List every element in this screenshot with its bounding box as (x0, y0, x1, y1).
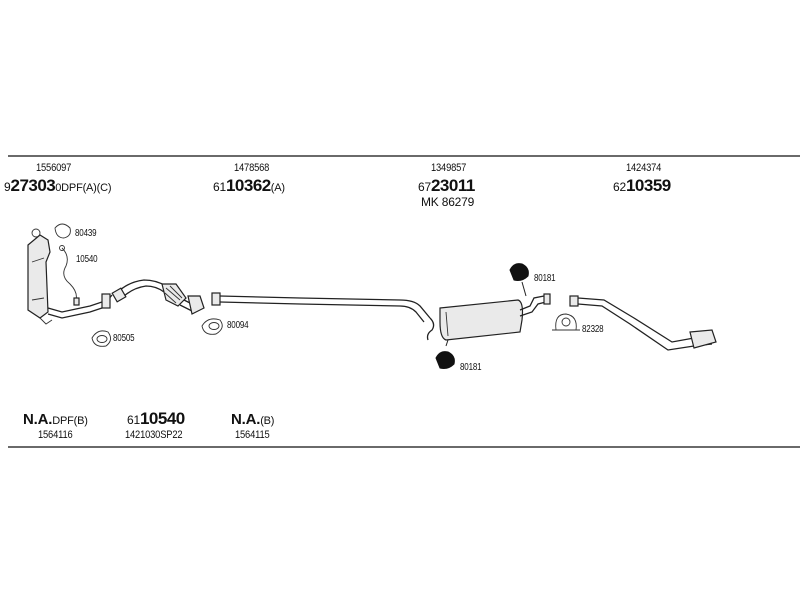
part-label-80181-bottom: 80181 (460, 362, 482, 373)
part-code-number: 10362 (225, 176, 271, 195)
part-label-80181-top: 80181 (534, 273, 556, 284)
bottom-code-2: 6110540 (127, 410, 185, 428)
part-label-10540: 10540 (76, 254, 98, 265)
gasket-80094-part (201, 318, 223, 335)
gasket-80439-part (54, 223, 71, 239)
part-code-prefix: 61 (213, 180, 226, 194)
part-label-80094: 80094 (227, 320, 249, 331)
part-code-suffix: 0DPF(A)(C) (55, 182, 112, 194)
ref-number-2: 1478568 (234, 162, 270, 174)
bottom-code-na: N.A. (23, 411, 53, 428)
bottom-ref-2: 1421030SP22 (125, 429, 183, 441)
intermediate-pipe-part (211, 292, 431, 323)
ref-number-3: 1349857 (431, 162, 467, 174)
gasket-80505-part (91, 330, 111, 347)
bottom-code-3: N.A.(B) (231, 412, 274, 428)
part-code-prefix: 9 (4, 180, 11, 194)
part-label-80505: 80505 (113, 333, 135, 344)
bottom-code-number: 10540 (139, 409, 185, 428)
front-pipe-part (111, 279, 205, 315)
part-code-suffix: (A) (270, 182, 285, 194)
bottom-code-prefix: 61 (127, 413, 140, 427)
mount-80181-top-part (509, 263, 529, 297)
mounting-kit-label: MK 86279 (421, 195, 475, 209)
part-code-4: 6210359 (613, 177, 671, 195)
ref-number-1: 1556097 (36, 162, 72, 174)
bottom-ref-1: 1564116 (38, 429, 73, 441)
dpf-converter-part (27, 228, 113, 325)
part-code-1: 9273030DPF(A)(C) (4, 176, 112, 195)
part-label-80439: 80439 (75, 228, 97, 239)
bottom-ref-3: 1564115 (235, 429, 270, 441)
bottom-code-1: N.A.DPF(B) (23, 412, 88, 428)
part-code-number: 10359 (625, 176, 671, 195)
part-code-number: 23011 (430, 176, 475, 195)
clamp-82328-part (552, 313, 580, 331)
part-code-number: 27303 (10, 176, 56, 195)
part-code-2: 6110362(A) (213, 177, 285, 195)
bottom-code-na: N.A. (231, 411, 261, 428)
rear-silencer-part (426, 293, 551, 341)
tail-pipe-part (569, 295, 717, 351)
bottom-code-suffix: (B) (260, 415, 275, 427)
part-code-prefix: 67 (418, 180, 431, 194)
part-code-3: 6723011 (418, 177, 475, 195)
bottom-code-suffix: DPF(B) (52, 415, 88, 427)
part-label-82328: 82328 (582, 324, 604, 335)
ref-number-4: 1424374 (626, 162, 662, 174)
part-code-prefix: 62 (613, 180, 626, 194)
sensor-10540-part (59, 245, 80, 306)
mount-80181-bottom-part (435, 339, 455, 369)
